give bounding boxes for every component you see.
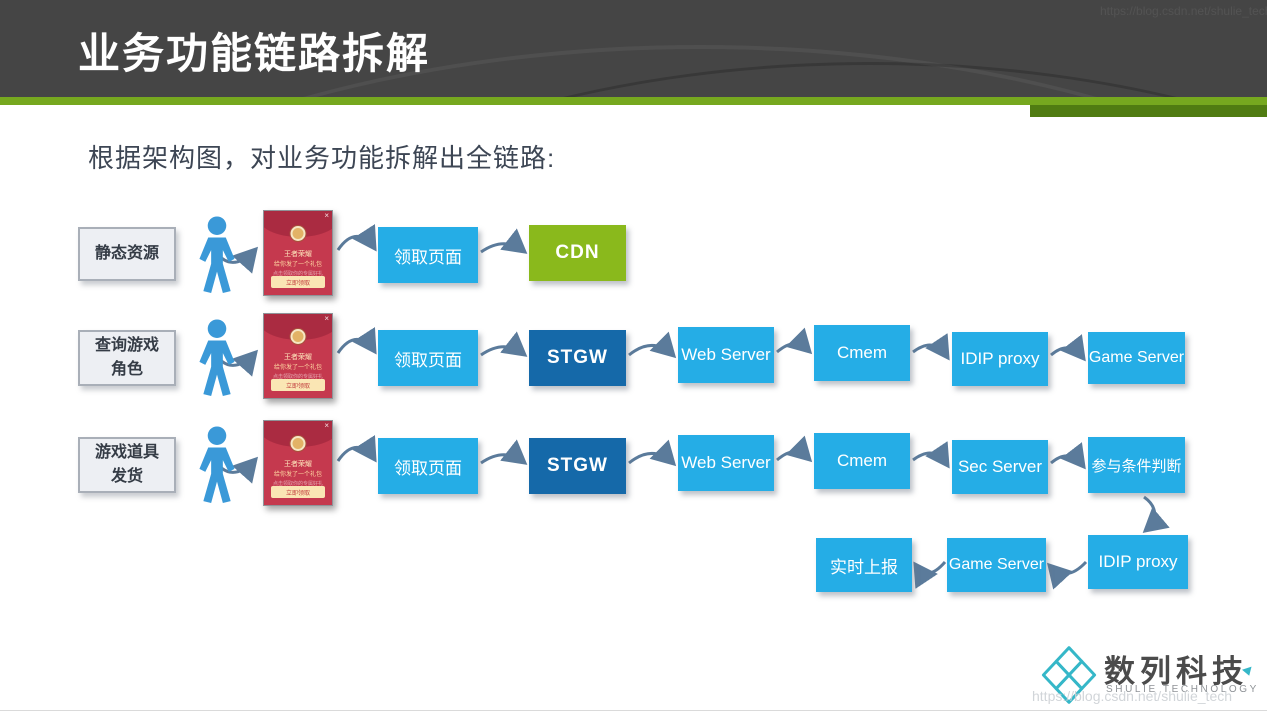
red-packet-message: 给你发了一个礼包 bbox=[273, 262, 322, 268]
intro-text: 根据架构图，对业务功能拆解出全链路: bbox=[88, 143, 556, 173]
node-game-server: Game Server bbox=[1088, 332, 1185, 384]
close-icon: × bbox=[324, 314, 329, 323]
user-person-icon bbox=[199, 319, 235, 397]
label-text-line2: 角色 bbox=[110, 361, 143, 378]
user-person-icon bbox=[199, 426, 235, 504]
node-stgw: STGW bbox=[529, 438, 626, 494]
red-packet-title: 王者荣耀 bbox=[284, 251, 312, 258]
slide-header: 业务功能链路拆解 bbox=[0, 0, 1267, 97]
game-badge-icon bbox=[290, 226, 306, 241]
claim-button: 立即领取 bbox=[271, 276, 325, 288]
logo-accent-mark bbox=[1242, 666, 1254, 678]
label-text-line2: 发货 bbox=[110, 468, 143, 485]
close-icon: × bbox=[324, 421, 329, 430]
header-arc-decoration bbox=[0, 45, 1267, 97]
label-text-line1: 游戏道具 bbox=[94, 444, 159, 461]
game-badge-icon bbox=[290, 329, 306, 344]
label-text: 静态资源 bbox=[94, 245, 159, 262]
claim-button: 立即领取 bbox=[271, 486, 325, 498]
red-packet-note: 点击领取你的专属好礼 bbox=[272, 271, 323, 277]
node-realtime-report: 实时上报 bbox=[816, 538, 912, 592]
user-person-icon bbox=[199, 216, 235, 294]
red-packet-popup: × 王者荣耀 给你发了一个礼包 点击领取你的专属好礼 立即领取 bbox=[263, 210, 333, 296]
node-claim-page: 领取页面 bbox=[378, 227, 478, 283]
red-packet-popup: × 王者荣耀 给你发了一个礼包 点击领取你的专属好礼 立即领取 bbox=[263, 420, 333, 506]
node-idip-proxy: IDIP proxy bbox=[1088, 535, 1188, 589]
node-cdn: CDN bbox=[529, 225, 626, 281]
watermark-top: https://blog.csdn.net/shulie_tech bbox=[1100, 4, 1267, 18]
label-static-resources: 静态资源 bbox=[78, 227, 176, 281]
node-idip-proxy: IDIP proxy bbox=[952, 332, 1048, 386]
game-badge-icon bbox=[290, 436, 306, 451]
watermark-bottom: https://blog.csdn.net/shulie_tech bbox=[1032, 688, 1233, 704]
red-packet-title: 王者荣耀 bbox=[284, 354, 312, 361]
node-web-server: Web Server bbox=[678, 435, 774, 491]
red-packet-message: 给你发了一个礼包 bbox=[273, 472, 322, 478]
claim-button: 立即领取 bbox=[271, 379, 325, 391]
label-query-game-role: 查询游戏 角色 bbox=[78, 330, 176, 386]
node-stgw: STGW bbox=[529, 330, 626, 386]
node-claim-page: 领取页面 bbox=[378, 438, 478, 494]
node-claim-page: 领取页面 bbox=[378, 330, 478, 386]
accent-bar-light bbox=[0, 97, 1267, 105]
node-game-server: Game Server bbox=[947, 538, 1046, 592]
close-icon: × bbox=[324, 211, 329, 220]
accent-bar-dark bbox=[1030, 105, 1267, 117]
slide-bottom-edge bbox=[0, 710, 1267, 711]
logo-company-name: 数列科技 bbox=[1104, 654, 1248, 689]
node-condition-check: 参与条件判断 bbox=[1088, 437, 1185, 493]
red-packet-note: 点击领取你的专属好礼 bbox=[272, 481, 323, 487]
node-sec-server: Sec Server bbox=[952, 440, 1048, 494]
logo-company-subtitle: SHULIE TECHNOLOGY bbox=[1106, 684, 1259, 695]
red-packet-popup: × 王者荣耀 给你发了一个礼包 点击领取你的专属好礼 立即领取 bbox=[263, 313, 333, 399]
red-packet-title: 王者荣耀 bbox=[284, 461, 312, 468]
label-text-line1: 查询游戏 bbox=[94, 337, 159, 354]
label-game-item-delivery: 游戏道具 发货 bbox=[78, 437, 176, 493]
red-packet-message: 给你发了一个礼包 bbox=[273, 365, 322, 371]
node-cmem: Cmem bbox=[814, 433, 910, 489]
page-title: 业务功能链路拆解 bbox=[78, 30, 431, 77]
shulie-logo-icon bbox=[1041, 646, 1097, 704]
red-packet-note: 点击领取你的专属好礼 bbox=[272, 374, 323, 380]
node-cmem: Cmem bbox=[814, 325, 910, 381]
node-web-server: Web Server bbox=[678, 327, 774, 383]
